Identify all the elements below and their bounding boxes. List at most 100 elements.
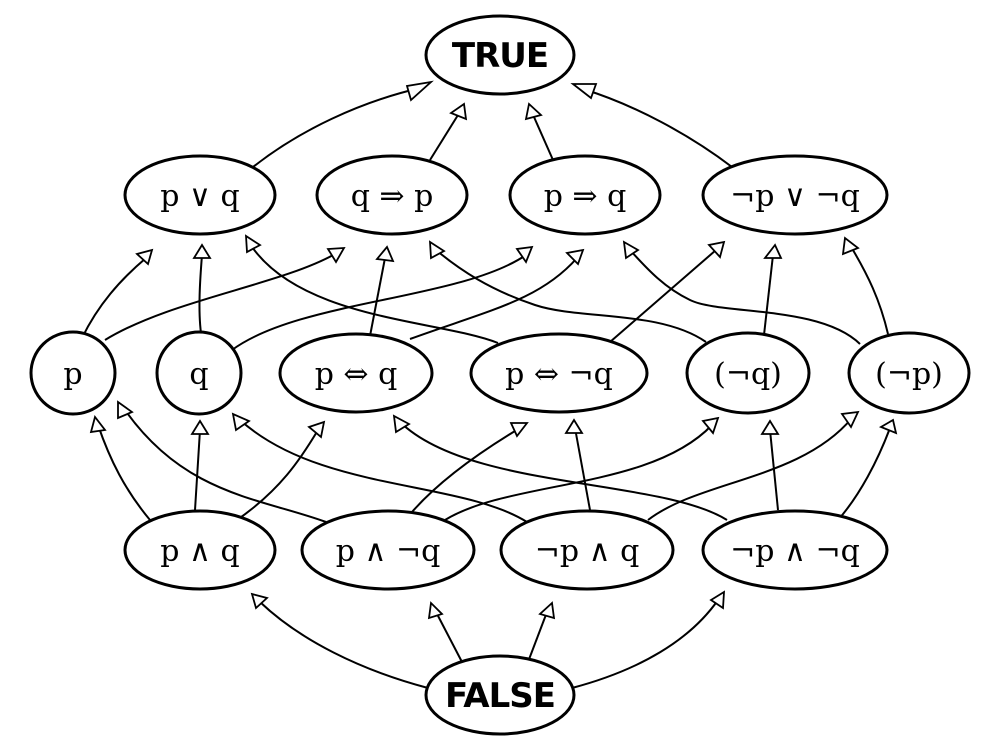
edge-p-to-q-implies-p [104,253,336,341]
node-notp-label: (¬p) [875,357,943,392]
arrowhead [707,240,726,259]
edge-notq-to-q-implies-p [435,249,707,343]
node-notp-and-q-label: ¬p ∧ q [535,534,640,569]
arrowhead [709,590,726,610]
edge-p-iff-notq-to-notp-or-notq [609,249,717,343]
node-p-or-q-label: p ∨ q [160,179,239,214]
arrowhead [524,102,543,121]
arrowhead [878,418,898,435]
edge-notp-to-notp-or-notq [849,244,889,335]
arrowhead [701,416,720,435]
edge-notp-and-notq-to-notp [837,427,891,521]
arrowhead [760,419,780,435]
node-notp-and-q: ¬p ∧ q [499,509,675,591]
arrowhead [392,414,411,434]
arrowhead [307,420,326,439]
edge-notq-to-notp-or-notq [763,254,774,336]
node-p-iff-q-label: p ⇔ q [315,357,398,392]
arrowhead [405,80,434,102]
edge-p-and-q-to-q [194,429,201,511]
edge-notp-and-q-to-p-iff-notq [574,427,591,511]
node-notq-label: (¬q) [714,357,782,392]
edge-q-to-p-implies-q [231,254,527,351]
arrowhead [840,410,860,429]
node-p: p [29,330,117,416]
edge-false-to-p-and-notq [435,611,463,663]
edge-false-to-notp-and-notq [571,599,719,689]
node-notp: (¬p) [847,331,971,415]
arrowhead [449,102,468,121]
edge-notp-and-notq-to-notq [769,429,779,511]
arrowheads [89,80,898,620]
node-notp-and-notq-label: ¬p ∧ ¬q [730,534,860,569]
arrowhead [763,243,783,259]
arrowhead [565,248,585,266]
edge-notp-and-q-to-q [239,419,528,523]
arrowhead [89,415,107,434]
arrowhead [427,601,444,620]
node-p-and-notq: p ∧ ¬q [300,509,476,591]
arrowhead [375,245,395,263]
arrowhead [538,601,556,620]
node-p-implies-q: p ⇒ q [508,154,662,236]
node-true-label: TRUE [452,36,548,76]
node-q-implies-p: q ⇒ p [315,154,469,236]
node-p-iff-q: p ⇔ q [278,332,434,414]
edge-p-and-notq-to-notq [444,424,713,521]
node-notp-and-notq: ¬p ∧ ¬q [701,509,889,591]
node-notp-or-notq: ¬p ∨ ¬q [701,154,889,236]
edge-q-to-p-or-q [198,254,203,334]
edge-p-and-notq-to-p-iff-notq [411,427,521,513]
node-p-label: p [63,357,82,392]
edge-notp-to-p-implies-q [629,249,861,345]
edge-p-to-p-or-q [81,257,147,339]
edge-notp-and-notq-to-p-iff-q [399,421,728,521]
node-p-and-q-label: p ∧ q [160,534,239,569]
arrowhead [564,418,584,434]
edge-p-iff-q-to-p-implies-q [409,257,578,340]
arrowhead [117,400,134,420]
arrowhead [509,422,529,438]
node-p-iff-notq-label: p ⇔ ¬q [505,357,613,392]
arrowhead [192,243,212,259]
node-p-iff-notq: p ⇔ ¬q [469,332,649,414]
edge-notp-or-notq-to-true [582,88,733,168]
edge-q-implies-p-to-true [429,114,459,161]
edge-p-iff-notq-to-p-or-q [249,243,499,344]
edge-p-implies-q-to-true [533,116,554,161]
node-false: FALSE [424,654,576,736]
node-p-or-q: p ∨ q [123,154,277,236]
node-q: q [155,330,243,416]
node-false-label: FALSE [445,676,555,716]
arrowhead [841,236,860,256]
node-notq: (¬q) [685,331,811,415]
edge-p-iff-q-to-q-implies-p [369,257,386,337]
arrowhead [622,240,640,260]
edge-p-and-notq-to-p [124,409,327,523]
node-q-label: q [189,357,208,392]
arrowhead [231,412,251,432]
edge-p-and-q-to-p-iff-q [236,429,319,521]
node-p-and-notq-label: p ∧ ¬q [336,534,441,569]
arrowhead [326,246,346,264]
edge-p-and-q-to-p [97,424,151,521]
arrowhead [250,592,269,610]
arrowhead [428,240,446,260]
arrowhead [570,83,598,100]
arrowhead [244,234,262,254]
node-p-and-q: p ∧ q [123,509,277,591]
edge-false-to-notp-and-q [527,611,548,663]
nodes: TRUE p ∨ q q ⇒ p p ⇒ q ¬p ∨ ¬q p q p [29,14,971,736]
edge-p-or-q-to-true [252,87,421,168]
arrowhead [515,245,534,264]
arrowhead [190,419,210,435]
arrowhead [135,248,154,266]
node-true: TRUE [424,14,576,96]
node-q-implies-p-label: q ⇒ p [351,179,434,214]
node-p-implies-q-label: p ⇒ q [544,179,627,214]
node-notp-or-notq-label: ¬p ∨ ¬q [730,179,860,214]
edges [81,87,891,689]
edge-notp-and-q-to-notp [647,417,853,521]
edge-false-to-p-and-q [259,601,429,689]
